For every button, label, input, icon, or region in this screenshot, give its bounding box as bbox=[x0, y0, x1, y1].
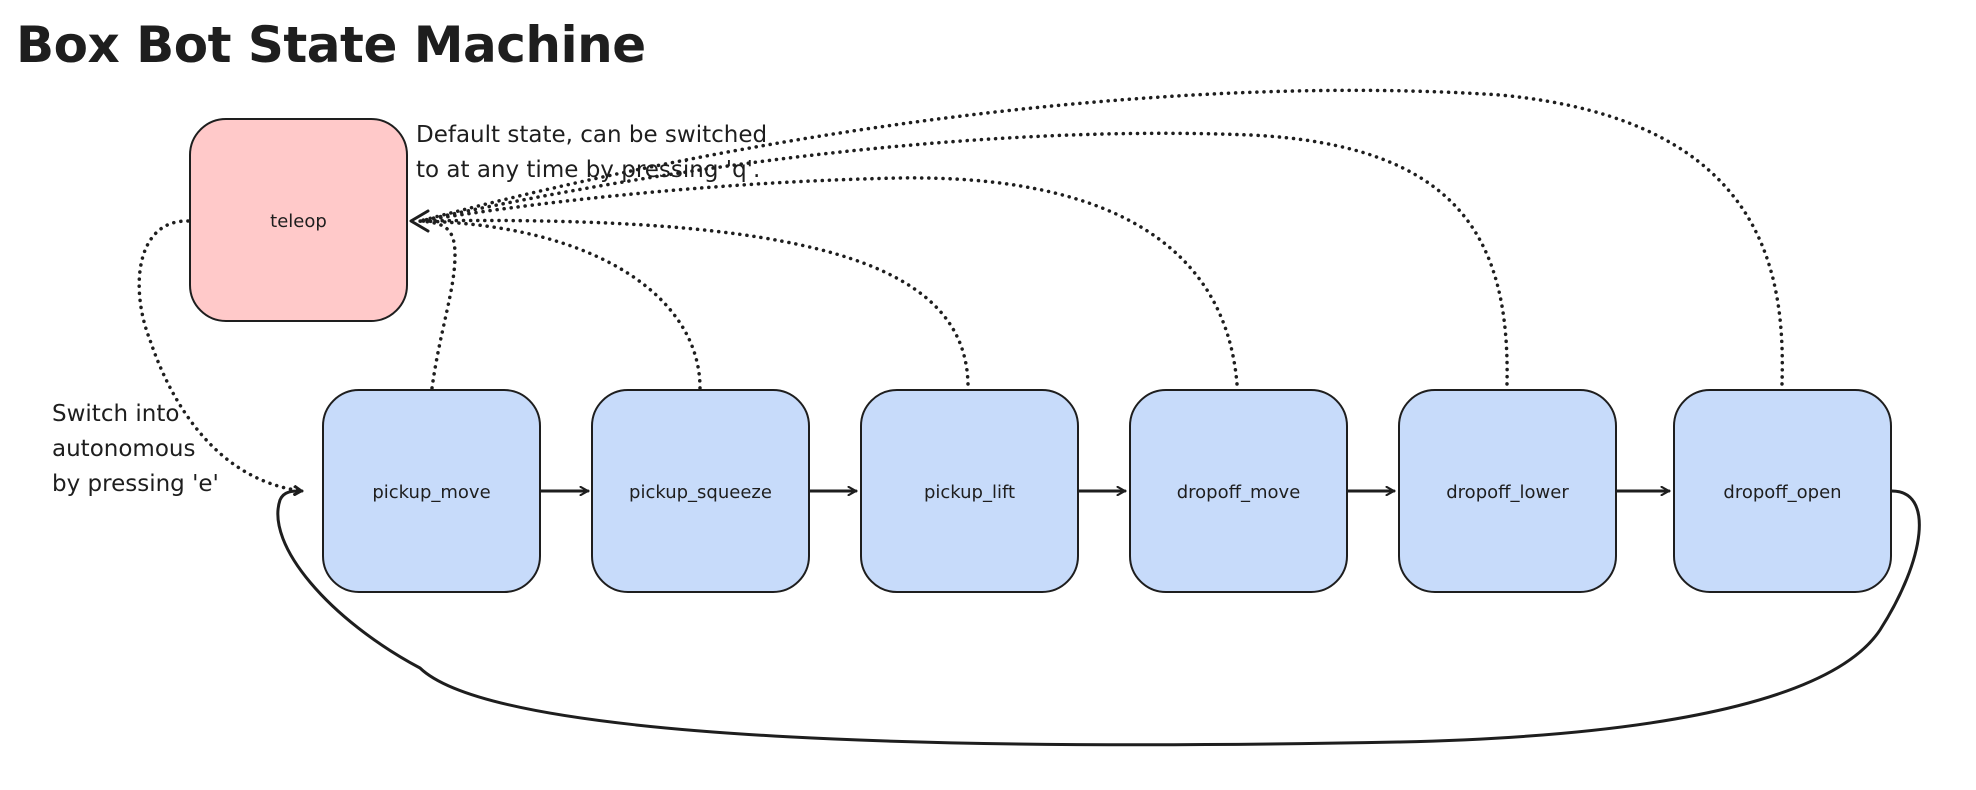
state-pickup-move[interactable]: pickup_move bbox=[322, 389, 541, 593]
teleop-arrowhead-icon bbox=[409, 209, 430, 233]
edge-pickup-move-to-teleop bbox=[414, 219, 457, 390]
state-pickup-squeeze[interactable]: pickup_squeeze bbox=[591, 389, 810, 593]
edge-dropoff-lower-to-teleop bbox=[418, 131, 1509, 386]
autonomous-note-line-1: Switch into bbox=[52, 401, 180, 427]
autonomous-note-line-2: autonomous bbox=[52, 436, 196, 462]
autonomous-note-line-3: by pressing 'e' bbox=[52, 471, 219, 497]
state-label-dropoff-lower: dropoff_lower bbox=[1446, 482, 1569, 503]
state-pickup-lift[interactable]: pickup_lift bbox=[860, 389, 1079, 593]
state-dropoff-lower[interactable]: dropoff_lower bbox=[1398, 389, 1617, 593]
autonomous-note: Switch into autonomous by pressing 'e' bbox=[52, 397, 219, 502]
state-label-dropoff-move: dropoff_move bbox=[1177, 482, 1301, 503]
state-label-teleop: teleop bbox=[270, 211, 327, 232]
edge-dropoff-move-to-teleop bbox=[418, 176, 1239, 386]
edge-teleop-to-pickup-move bbox=[137, 219, 304, 491]
teleop-note-line-2: to at any time by pressing 'q'. bbox=[416, 157, 761, 183]
page-title: Box Bot State Machine bbox=[16, 16, 646, 74]
edge-pickup-lift-to-teleop bbox=[418, 218, 970, 386]
edge-dropoff-open-to-pickup-move bbox=[276, 491, 1921, 747]
teleop-note: Default state, can be switched to at any… bbox=[416, 118, 767, 188]
edge-pickup-squeeze-to-teleop bbox=[418, 219, 702, 390]
state-label-dropoff-open: dropoff_open bbox=[1723, 482, 1841, 503]
state-label-pickup-move: pickup_move bbox=[372, 482, 490, 503]
state-dropoff-move[interactable]: dropoff_move bbox=[1129, 389, 1348, 593]
state-teleop[interactable]: teleop bbox=[189, 118, 408, 322]
teleop-note-line-1: Default state, can be switched bbox=[416, 122, 768, 148]
state-label-pickup-lift: pickup_lift bbox=[924, 482, 1015, 503]
state-label-pickup-squeeze: pickup_squeeze bbox=[629, 482, 772, 503]
edge-dropoff-open-to-teleop bbox=[418, 88, 1785, 386]
state-dropoff-open[interactable]: dropoff_open bbox=[1673, 389, 1892, 593]
